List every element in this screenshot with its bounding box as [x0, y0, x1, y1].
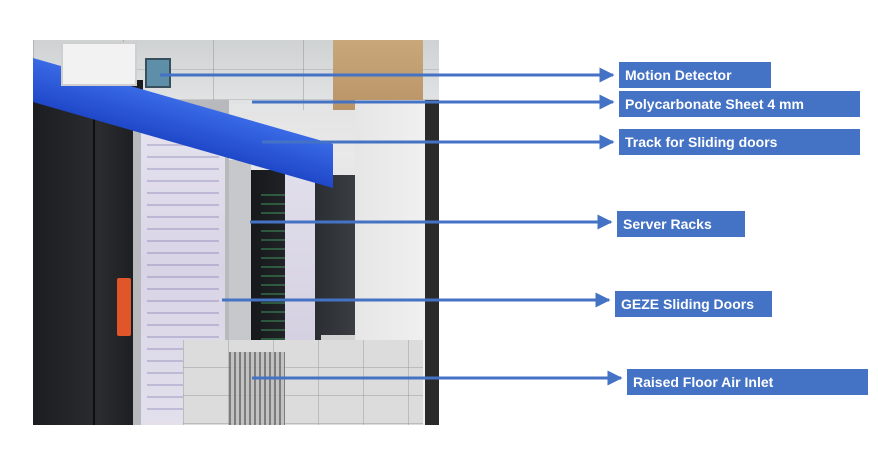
far-door — [285, 165, 315, 360]
left-rack — [33, 80, 143, 425]
left-rack-seam — [93, 80, 95, 425]
label-server-racks: Server Racks — [617, 211, 745, 237]
label-polycarbonate-sheet: Polycarbonate Sheet 4 mm — [619, 91, 860, 117]
label-motion-detector: Motion Detector — [619, 62, 771, 88]
label-track-sliding-doors: Track for Sliding doors — [619, 129, 860, 155]
motion-detector-sensor — [145, 58, 171, 88]
wall-edge — [425, 100, 439, 425]
label-raised-floor-air-inlet: Raised Floor Air Inlet — [627, 369, 868, 395]
door-edge — [229, 160, 251, 390]
orange-sign — [117, 278, 131, 336]
aisle-racks — [315, 175, 355, 335]
track-end-cap — [61, 42, 137, 86]
floor-air-inlet-grille — [229, 352, 285, 425]
label-geze-sliding-doors: GEZE Sliding Doors — [615, 291, 772, 317]
server-room-photo — [33, 40, 439, 425]
raised-floor — [183, 340, 423, 425]
